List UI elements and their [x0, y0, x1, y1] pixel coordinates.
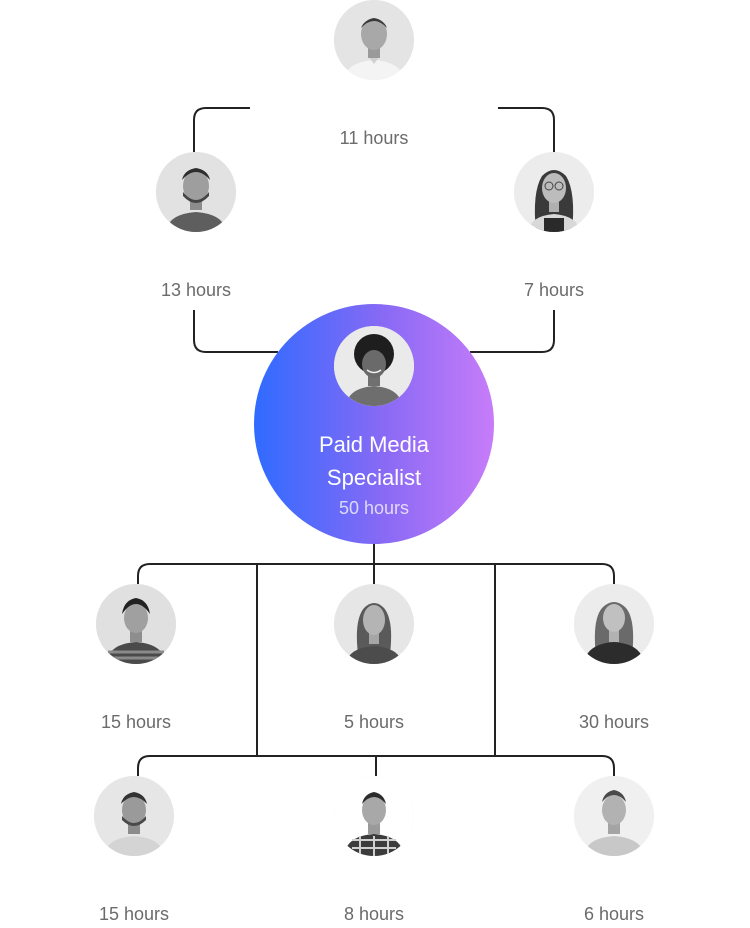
person-portrait-icon — [514, 152, 594, 232]
person-portrait-icon — [334, 0, 414, 80]
avatar-top — [334, 0, 414, 80]
person-portrait-icon — [94, 776, 174, 856]
connector-upper-right-to-center — [470, 310, 555, 353]
connector-vertical-links — [256, 564, 496, 756]
person-portrait-icon — [156, 152, 236, 232]
hours-row1-right: 30 hours — [578, 712, 650, 732]
hours-row2-left: 15 hours — [98, 904, 170, 924]
center-role-node: Paid Media Specialist 50 hours — [254, 304, 494, 544]
avatar-row2-left — [94, 776, 174, 856]
avatar-upper-right — [514, 152, 594, 232]
person-portrait-icon — [334, 776, 414, 856]
person-portrait-icon — [574, 776, 654, 856]
avatar-row1-left — [96, 584, 176, 664]
avatar-row1-middle — [334, 584, 414, 664]
hours-row2-right: 6 hours — [583, 904, 645, 924]
person-portrait-icon — [334, 584, 414, 664]
connector-upper-left-to-center — [193, 310, 278, 353]
avatar-row2-middle — [334, 776, 414, 856]
hours-row1-middle: 5 hours — [343, 712, 405, 732]
person-portrait-icon — [574, 584, 654, 664]
person-portrait-icon — [96, 584, 176, 664]
center-hours: 50 hours — [338, 498, 410, 518]
person-portrait-icon — [334, 326, 414, 406]
center-title-line-1: Paid Media — [318, 432, 430, 457]
avatar-upper-left — [156, 152, 236, 232]
center-role-title: Paid Media Specialist — [254, 428, 494, 494]
hours-top: 11 hours — [339, 128, 409, 148]
connector-top-left — [193, 107, 250, 152]
hours-row1-left: 15 hours — [100, 712, 172, 732]
hours-upper-left: 13 hours — [160, 280, 232, 300]
avatar-row1-right — [574, 584, 654, 664]
connector-center-to-row1 — [137, 544, 615, 584]
hours-upper-right: 7 hours — [523, 280, 585, 300]
center-title-line-2: Specialist — [326, 465, 422, 490]
connector-row2 — [137, 755, 615, 776]
avatar-center — [334, 326, 414, 406]
connector-top-right — [498, 107, 555, 152]
avatar-row2-right — [574, 776, 654, 856]
hours-row2-middle: 8 hours — [343, 904, 405, 924]
